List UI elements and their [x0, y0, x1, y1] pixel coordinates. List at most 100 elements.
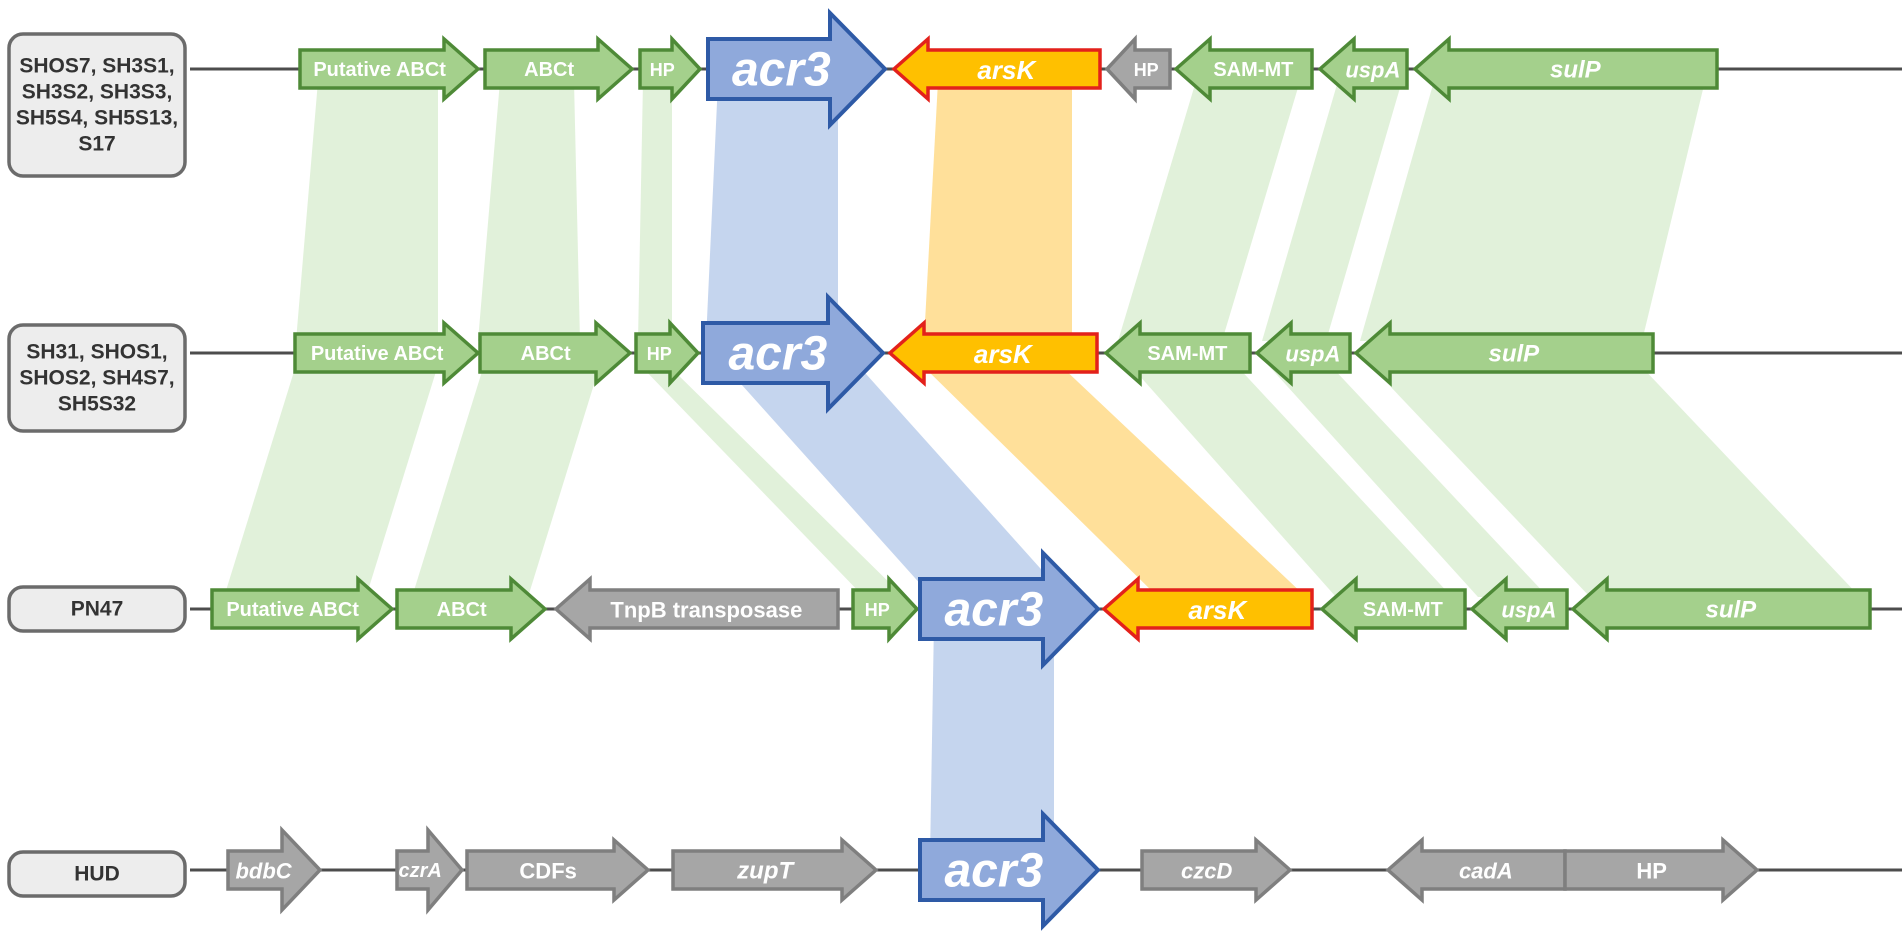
- gene-arrow-hp: HP: [1563, 836, 1760, 904]
- gene-arrow-arsk: arsK: [891, 35, 1102, 103]
- gene-label: uspA: [1345, 58, 1400, 83]
- gene-label: ABCt: [437, 599, 487, 621]
- gene-arrow-shape: [1469, 575, 1569, 643]
- gene-arrow-shape: [210, 575, 395, 643]
- gene-arrow-acr3: acr3: [918, 548, 1101, 670]
- gene-label: SAM-MT: [1213, 59, 1293, 81]
- strain-label-line: S17: [78, 133, 115, 156]
- gene-arrow-shape: [706, 8, 888, 130]
- homology-band: [724, 365, 1066, 597]
- gene-arrow-shape: [226, 825, 323, 915]
- gene-arrow-cdfs: CDFs: [465, 836, 651, 904]
- gene-arrow-acr3: acr3: [918, 809, 1101, 931]
- gene-arrow-arsk: arsK: [1101, 575, 1314, 643]
- gene-label: zupT: [736, 858, 795, 885]
- homology-band: [1130, 365, 1452, 597]
- gene-label: arsK: [974, 339, 1034, 369]
- gene-label: bdbC: [235, 859, 292, 884]
- homology-band: [1370, 365, 1860, 597]
- homology-band: [640, 365, 904, 597]
- gene-arrow-uspa: uspA: [1469, 575, 1569, 643]
- gene-arrow-abct: ABCt: [483, 35, 635, 103]
- gene-arrow-bdbc: bdbC: [226, 825, 323, 915]
- homology-band: [924, 81, 1072, 341]
- gene-arrow-putative-abct: Putative ABCt: [210, 575, 395, 643]
- strain-label-row3: PN47: [7, 585, 187, 633]
- gene-arrow-shape: [298, 35, 481, 103]
- gene-arrow-shape: [293, 319, 481, 387]
- gene-arrow-shape: [1319, 575, 1467, 643]
- gene-arrow-czcd: czcD: [1140, 836, 1293, 904]
- gene-label: acr3: [732, 44, 831, 97]
- gene-arrow-zupt: zupT: [671, 836, 879, 904]
- gene-arrow-abct: ABCt: [478, 319, 633, 387]
- gene-arrow-shape: [1101, 575, 1314, 643]
- gene-label: czcD: [1181, 859, 1232, 884]
- homology-band: [412, 365, 600, 597]
- gene-label: acr3: [728, 328, 827, 381]
- gene-arrow-shape: [483, 35, 635, 103]
- gene-arrow-shape: [1563, 836, 1760, 904]
- gene-arrow-shape: [1353, 319, 1655, 387]
- gene-arrow-shape: [701, 292, 886, 414]
- homology-band: [296, 81, 438, 341]
- gene-label: HP: [647, 344, 672, 364]
- gene-label: Putative ABCt: [313, 59, 446, 81]
- gene-label: arsK: [1188, 595, 1248, 625]
- homology-band: [478, 81, 580, 341]
- homology-band: [930, 621, 1054, 858]
- gene-arrow-hp: HP: [851, 574, 920, 644]
- gene-label: arsK: [977, 55, 1037, 85]
- gene-label: SAM-MT: [1147, 343, 1227, 365]
- gene-arrow-shape: [891, 35, 1102, 103]
- gene-arrow-tnpb-transposase: TnpB transposase: [553, 575, 840, 643]
- homology-band: [1360, 81, 1705, 341]
- gene-label: sulP: [1550, 57, 1602, 84]
- gene-label: cadA: [1459, 859, 1513, 884]
- gene-label: HP: [1636, 859, 1667, 884]
- strain-label-box: [7, 850, 187, 898]
- gene-label: acr3: [944, 584, 1043, 637]
- strain-label-row2: SH31, SHOS1,SHOS2, SH4S7,SH5S32: [7, 323, 187, 433]
- gene-arrow-hp: HP: [638, 34, 703, 104]
- strain-label-line: SH5S4, SH5S13,: [16, 107, 178, 130]
- strain-label-line: HUD: [74, 863, 120, 886]
- gene-arrow-sam-mt: SAM-MT: [1173, 35, 1314, 103]
- gene-arrow-abct: ABCt: [395, 575, 548, 643]
- strain-label-line: SH3S2, SH3S3,: [22, 81, 173, 104]
- homology-band: [638, 81, 672, 341]
- strain-label-line: SHOS7, SH3S1,: [19, 55, 174, 78]
- strain-labels: SHOS7, SH3S1, SH3S2, SH3S3, SH5S4, SH5S13,…: [7, 32, 187, 898]
- homology-band: [706, 81, 838, 341]
- gene-label: HP: [650, 60, 675, 80]
- gene-arrow-shape: [1412, 35, 1719, 103]
- gene-arrow-sulp: sulP: [1570, 575, 1872, 643]
- gene-label: acr3: [944, 845, 1043, 898]
- gene-arrow-shape: [1317, 35, 1409, 103]
- gene-arrow-shape: [887, 319, 1099, 387]
- gene-label: TnpB transposase: [610, 598, 802, 623]
- gene-label: uspA: [1501, 598, 1556, 623]
- gene-arrow-hp: HP: [634, 318, 701, 388]
- gene-label: sulP: [1706, 597, 1758, 624]
- gene-label: HP: [1134, 60, 1159, 80]
- gene-arrow-cada: cadA: [1385, 836, 1567, 904]
- strain-label-line: PN47: [71, 598, 124, 621]
- gene-arrow-shape: [1103, 319, 1252, 387]
- gene-arrow-arsk: arsK: [887, 319, 1099, 387]
- gene-label: sulP: [1489, 341, 1541, 368]
- gene-label: SAM-MT: [1363, 599, 1443, 621]
- homology-band: [224, 365, 438, 597]
- homology-band: [1262, 81, 1402, 341]
- gene-arrow-shape: [553, 575, 840, 643]
- homology-bands: [224, 81, 1860, 858]
- gene-arrow-shape: [395, 825, 465, 915]
- gene-arrow-sulp: sulP: [1412, 35, 1719, 103]
- gene-arrow-uspa: uspA: [1254, 319, 1352, 387]
- gene-label: Putative ABCt: [226, 599, 359, 621]
- gene-arrow-uspa: uspA: [1317, 35, 1409, 103]
- gene-label: uspA: [1285, 342, 1340, 367]
- strain-label-box: [7, 32, 187, 178]
- gene-arrow-sulp: sulP: [1353, 319, 1655, 387]
